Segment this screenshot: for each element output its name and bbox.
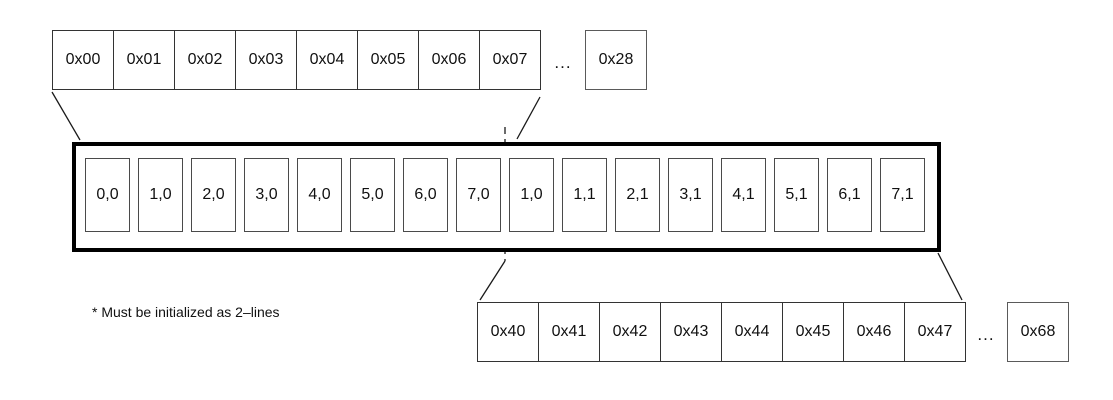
address-cell: 0x46 <box>843 302 905 362</box>
address-cell: 0x02 <box>174 30 236 90</box>
address-cell: 0x05 <box>357 30 419 90</box>
line-buffer-cell: 4,0 <box>297 158 342 232</box>
line-buffer-cell: 7,1 <box>880 158 925 232</box>
line-buffer-cell: 4,1 <box>721 158 766 232</box>
address-cell: 0x42 <box>599 302 661 362</box>
address-cell: 0x47 <box>904 302 966 362</box>
line-buffer-cell: 6,0 <box>403 158 448 232</box>
line-buffer-cell: 5,0 <box>350 158 395 232</box>
bottom-row-last-address-cell: 0x68 <box>1007 302 1069 362</box>
line-buffer-cell: 6,1 <box>827 158 872 232</box>
address-cell: 0x43 <box>660 302 722 362</box>
address-cell: 0x00 <box>52 30 114 90</box>
line-buffer-cell: 0,0 <box>85 158 130 232</box>
top-row-ellipsis: ... <box>554 53 572 72</box>
footnote: * Must be initialized as 2–lines <box>92 304 280 320</box>
address-cell: 0x03 <box>235 30 297 90</box>
address-cell: 0x44 <box>721 302 783 362</box>
bottom-row-ellipsis: ... <box>977 325 995 344</box>
line-buffer-cell: 2,0 <box>191 158 236 232</box>
address-cell: 0x01 <box>113 30 175 90</box>
address-cell: 0x06 <box>418 30 480 90</box>
top-row-last-address-cell: 0x28 <box>585 30 647 90</box>
connector-line-bottom-right <box>937 252 963 301</box>
address-cell: 0x04 <box>296 30 358 90</box>
line-buffer-cell: 3,1 <box>668 158 713 232</box>
line-buffer-cell: 1,1 <box>562 158 607 232</box>
line-buffer-cell: 5,1 <box>774 158 819 232</box>
address-cell: 0x40 <box>477 302 539 362</box>
address-cell: 0x07 <box>479 30 541 90</box>
line-buffer-cell: 1,0 <box>509 158 554 232</box>
line-buffer-cell: 3,0 <box>244 158 289 232</box>
line-buffer-cell: 2,1 <box>615 158 660 232</box>
connector-line-top-right <box>516 96 541 140</box>
address-cell: 0x45 <box>782 302 844 362</box>
line-buffer-cell: 7,0 <box>456 158 501 232</box>
connector-line-top-left <box>51 91 81 141</box>
address-cell: 0x41 <box>538 302 600 362</box>
connector-line-bottom-left <box>479 260 506 301</box>
line-buffer-cell: 1,0 <box>138 158 183 232</box>
